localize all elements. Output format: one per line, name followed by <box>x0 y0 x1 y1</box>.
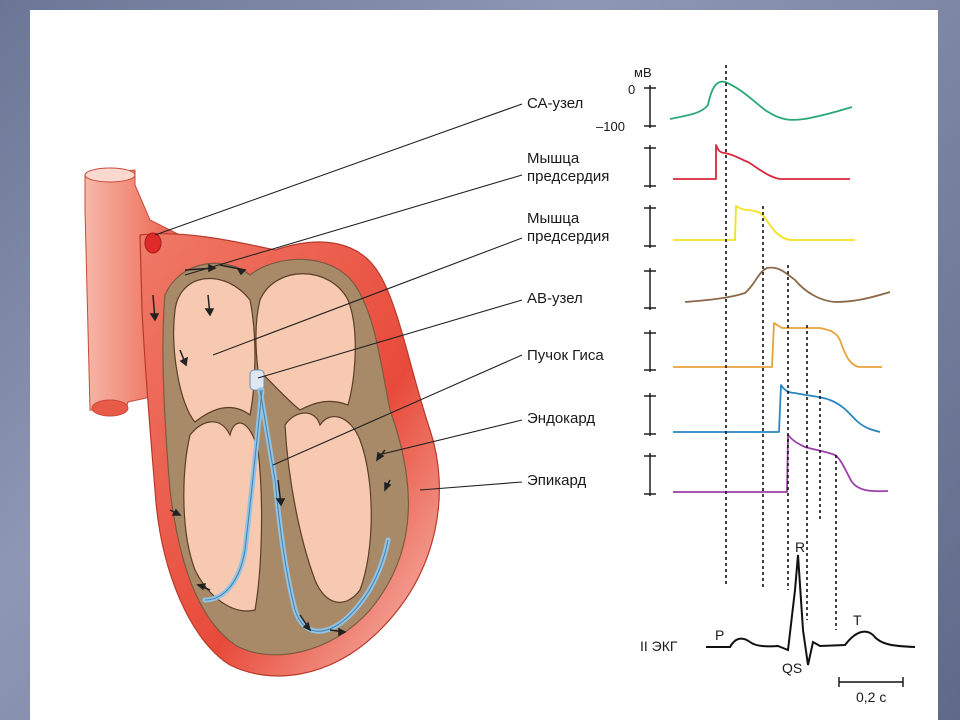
axis-endo <box>644 393 656 436</box>
timing-lines <box>725 65 837 630</box>
trace-endocardium <box>673 384 881 433</box>
ecg-qs-label: QS <box>782 660 802 676</box>
action-potential-traces <box>669 80 891 493</box>
trace-sa-node <box>669 80 853 121</box>
ecg-t-label: T <box>853 612 862 628</box>
axis-unit: мВ <box>634 65 652 80</box>
leader-lines <box>154 103 523 491</box>
axis-atrial-1 <box>644 145 656 188</box>
trace-atrial-1 <box>673 144 850 180</box>
label-atrial-1-l1: Мышца <box>527 150 580 167</box>
ecg-lead-label: II ЭКГ <box>640 638 678 654</box>
axis-epi <box>644 453 656 496</box>
label-epicardium: Эпикард <box>527 472 587 489</box>
leader-epi <box>419 481 523 491</box>
axis-minus100: –100 <box>596 119 625 134</box>
voltage-axis-labels: мВ 0 –100 <box>596 65 652 134</box>
label-endocardium: Эндокард <box>527 410 595 427</box>
time-scale-bar <box>838 677 904 687</box>
ecg-p-label: P <box>715 627 724 643</box>
axis-his <box>644 330 656 372</box>
trace-atrial-2 <box>673 205 855 241</box>
axis-zero: 0 <box>628 82 635 97</box>
leader-his <box>272 354 523 466</box>
sa-node-dot <box>144 232 162 254</box>
slide: СА-узел Мышца предсердия Мышца предсерди… <box>30 10 938 720</box>
leader-atrial-1 <box>184 174 523 276</box>
structure-labels: СА-узел Мышца предсердия Мышца предсерди… <box>527 95 609 489</box>
leader-endo <box>377 419 523 456</box>
trace-axes <box>644 85 656 496</box>
label-atrial-2-l1: Мышца <box>527 210 580 227</box>
ecg-trace-group: II ЭКГ P R QS T 0,2 с <box>640 539 916 705</box>
leader-atrial-2 <box>212 237 523 356</box>
heart-conduction-diagram: СА-узел Мышца предсердия Мышца предсерди… <box>84 65 916 705</box>
label-av-node: АВ-узел <box>527 290 583 307</box>
trace-epicardium <box>673 434 889 493</box>
label-atrial-1-l2: предсердия <box>527 168 609 185</box>
av-node-mark <box>249 369 265 391</box>
label-his-bundle: Пучок Гиса <box>527 347 604 364</box>
axis-sa-node <box>644 85 656 128</box>
left-ventricle-chamber <box>284 412 372 603</box>
label-sa-node: СА-узел <box>527 95 583 112</box>
vena-cava-top <box>84 167 136 183</box>
right-atrium-chamber <box>173 278 256 423</box>
propagation-arrows <box>149 263 392 637</box>
left-atrium-chamber <box>255 273 356 411</box>
ecg-r-label: R <box>795 539 805 555</box>
trace-av-node <box>684 266 891 303</box>
axis-av-node <box>644 268 656 310</box>
vena-cava-bottom <box>91 399 129 417</box>
leader-sa-node <box>154 103 523 236</box>
axis-atrial-2 <box>644 205 656 248</box>
heart-illustration <box>84 167 440 677</box>
leader-av-node <box>257 299 523 379</box>
label-atrial-2-l2: предсердия <box>527 228 609 245</box>
trace-his-bundle <box>673 322 882 368</box>
ecg-trace <box>706 554 916 666</box>
time-scale-label: 0,2 с <box>856 689 886 705</box>
